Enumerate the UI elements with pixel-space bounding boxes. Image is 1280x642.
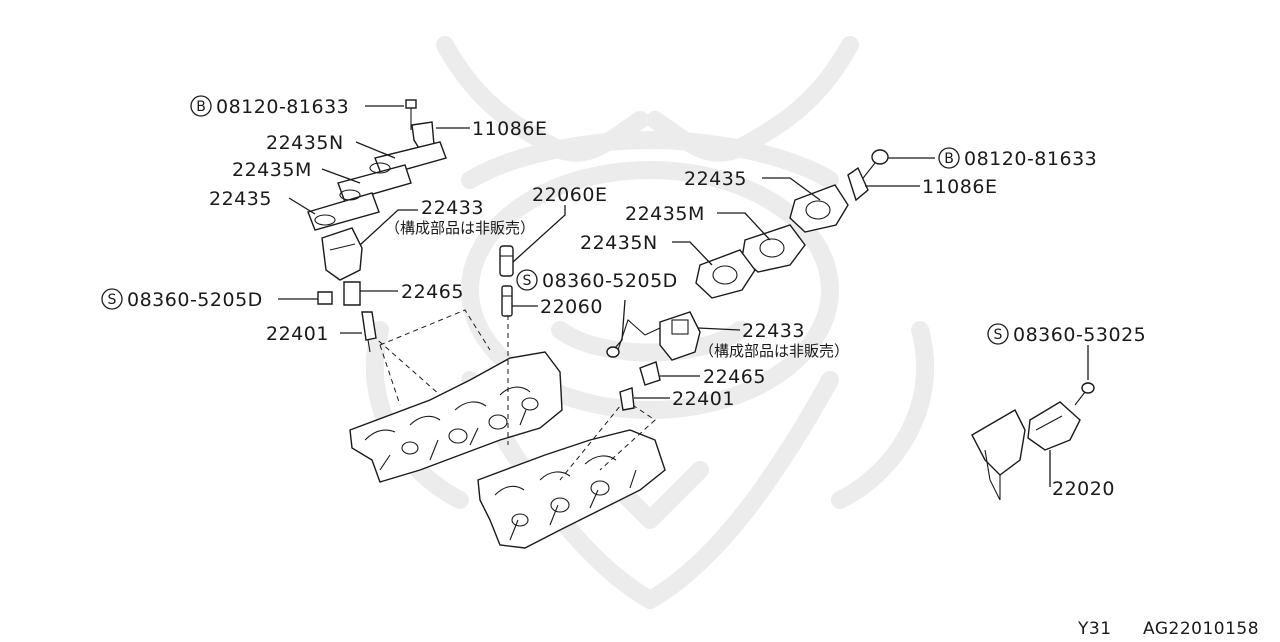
module-bolt-s-symbol: S bbox=[987, 323, 1009, 345]
left-sensor-note: （構成部品は非販売） bbox=[385, 219, 535, 237]
dashed-guides bbox=[371, 309, 656, 481]
right-bolt-b-part-number: 08120-81633 bbox=[964, 148, 1097, 170]
module-parts bbox=[971, 382, 1095, 501]
left-bolt-s-symbol: S bbox=[101, 288, 123, 310]
left-plug-part-number: 22401 bbox=[266, 323, 329, 345]
left-gasket-part-number: 22435 bbox=[209, 188, 272, 210]
center-parts bbox=[499, 245, 514, 317]
center-cap-part-number: 22060E bbox=[532, 184, 607, 206]
right-bolt-s-symbol: S bbox=[516, 269, 538, 291]
right-bracket-part-number: 11086E bbox=[922, 176, 997, 198]
right-bolt-b-symbol: B bbox=[938, 147, 960, 169]
right-cylinder-head bbox=[477, 429, 666, 549]
left-parts bbox=[307, 99, 447, 353]
center-sensor-part-number: 22060 bbox=[540, 296, 603, 318]
footer-reference: AG22010158 bbox=[1143, 619, 1259, 638]
right-gasket-n-part-number: 22435N bbox=[580, 232, 658, 254]
left-gasket-m-part-number: 22435M bbox=[232, 159, 312, 181]
symbol-s-text: S bbox=[108, 292, 117, 308]
left-bracket-part-number: 11086E bbox=[472, 118, 547, 140]
right-connector-part-number: 22465 bbox=[703, 366, 766, 388]
right-gasket-m-part-number: 22435M bbox=[625, 203, 705, 225]
left-cylinder-head bbox=[349, 351, 563, 483]
right-parts bbox=[606, 149, 889, 411]
symbol-s-text: S bbox=[523, 273, 532, 289]
right-bolt-s-part-number: 08360-5205D bbox=[542, 270, 678, 292]
right-plug-part-number: 22401 bbox=[672, 388, 735, 410]
footer-model: Y31 bbox=[1077, 619, 1112, 638]
symbol-b-text: B bbox=[944, 151, 954, 167]
left-bolt-s-part-number: 08360-5205D bbox=[127, 289, 263, 311]
right-gasket-part-number: 22435 bbox=[684, 168, 747, 190]
left-connector-part-number: 22465 bbox=[401, 281, 464, 303]
symbol-s-text: S bbox=[994, 327, 1003, 343]
module-part-number: 22020 bbox=[1052, 478, 1115, 500]
right-sensor-note: （構成部品は非販売） bbox=[699, 342, 849, 360]
watermark-logo bbox=[365, 36, 935, 609]
left-bolt-b-symbol: B bbox=[190, 95, 212, 117]
module-bolt-s-part-number: 08360-53025 bbox=[1013, 324, 1146, 346]
right-sensor-part-number: 22433 bbox=[742, 320, 805, 342]
left-bolt-b-part-number: 08120-81633 bbox=[216, 96, 349, 118]
symbol-b-text: B bbox=[196, 99, 206, 115]
leader-lines bbox=[278, 105, 1089, 487]
left-gasket-n-part-number: 22435N bbox=[266, 132, 344, 154]
left-sensor-part-number: 22433 bbox=[421, 197, 484, 219]
